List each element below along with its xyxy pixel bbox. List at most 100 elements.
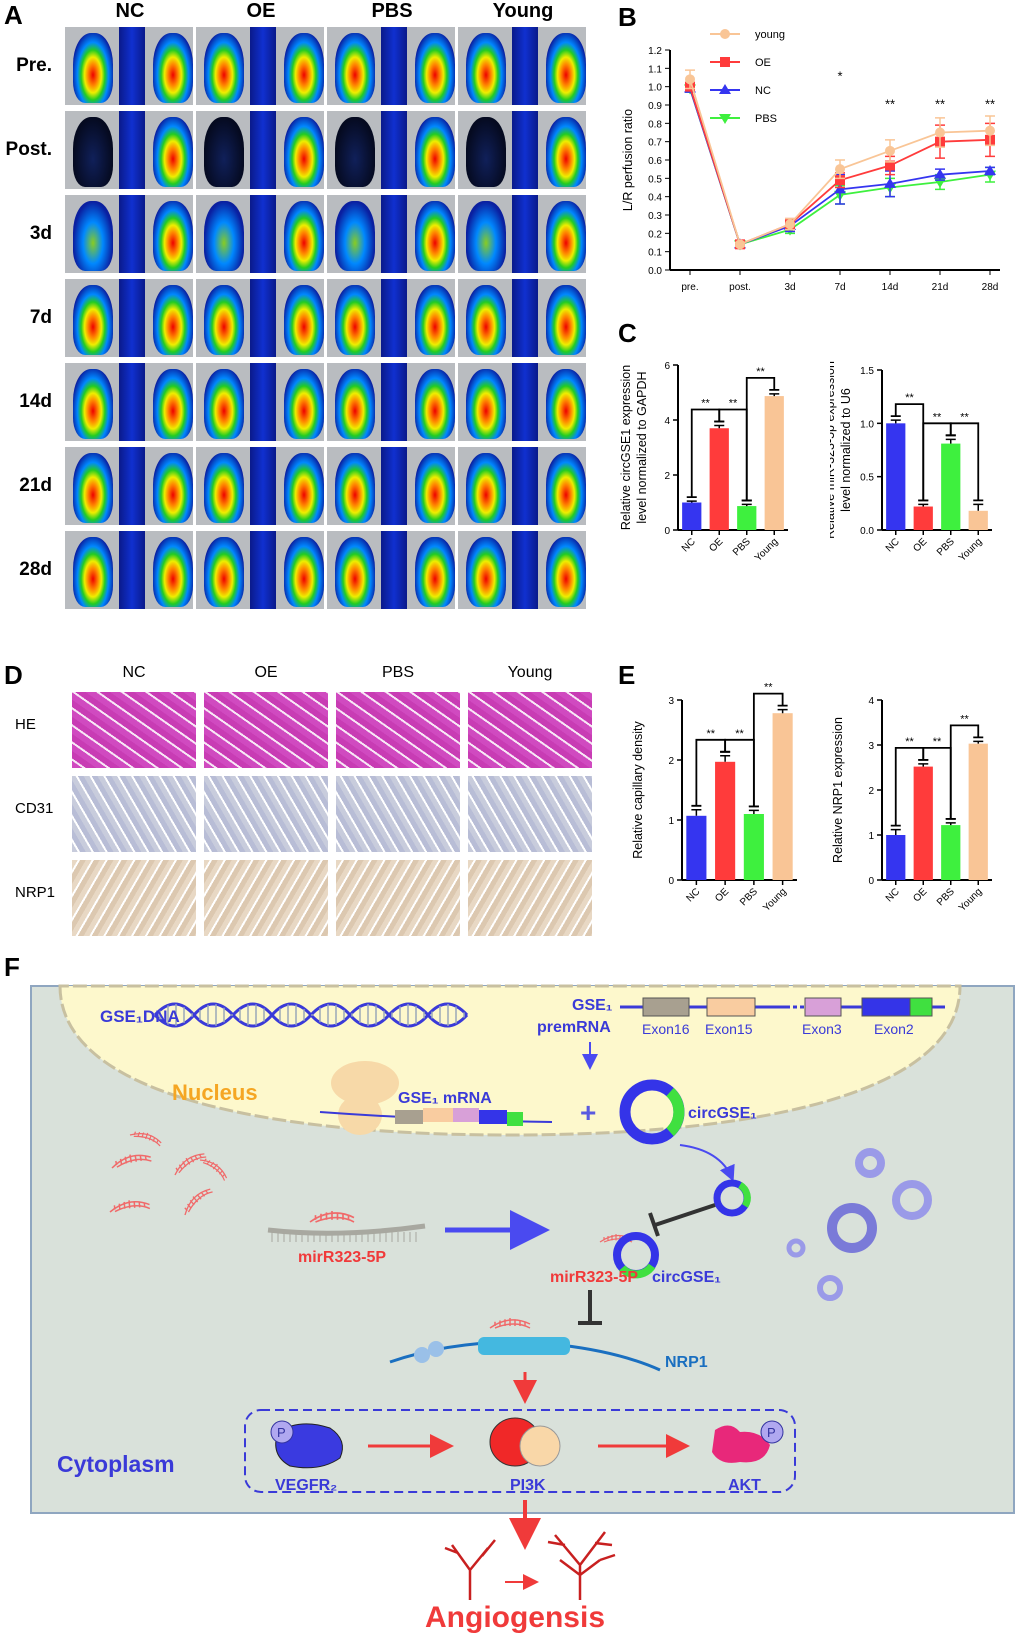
error-bar	[973, 740, 984, 744]
bar-pbs	[743, 814, 764, 880]
error-bar	[777, 708, 788, 714]
histology-image	[72, 692, 196, 768]
histology-image	[72, 776, 196, 852]
significance-bracket	[945, 422, 984, 502]
left-limb	[73, 537, 113, 607]
left-limb	[204, 201, 244, 271]
bar-young	[764, 396, 784, 530]
data-point	[934, 168, 946, 179]
right-limb	[284, 201, 324, 271]
x-tick-label: 21d	[932, 282, 949, 293]
perfusion-image	[65, 279, 193, 357]
perfusion-image	[196, 279, 324, 357]
error-bar	[945, 438, 956, 444]
column-header: PBS	[371, 0, 413, 22]
perfusion-image	[458, 363, 586, 441]
data-point	[785, 219, 795, 230]
tail	[119, 447, 145, 525]
mirna-icon	[129, 1131, 162, 1147]
error-bar	[890, 828, 901, 835]
bar-pbs	[941, 443, 961, 530]
histology-image	[204, 692, 328, 768]
x-tick-label: 28d	[982, 282, 999, 293]
tail	[250, 363, 276, 441]
column-header: PBS	[381, 664, 414, 681]
x-tick-label: 3d	[784, 282, 795, 293]
significance-bracket	[741, 376, 780, 502]
row-header: 3d	[29, 223, 52, 244]
right-limb	[153, 537, 193, 607]
legend-marker	[719, 84, 731, 94]
error-bar	[918, 763, 929, 767]
right-limb	[284, 453, 324, 523]
y-tick-label: 1.5	[860, 366, 874, 377]
tail	[381, 111, 407, 189]
exon3-label: Exon3	[802, 1021, 842, 1037]
chart-b-perfusion: 0.00.10.20.30.40.50.60.70.80.91.01.11.2p…	[621, 29, 1000, 293]
data-point	[835, 175, 845, 186]
data-point	[835, 164, 845, 175]
error-bar	[720, 755, 731, 762]
mirna-scatter-icons	[109, 1131, 633, 1329]
right-limb	[546, 285, 586, 355]
x-tick-label: 7d	[834, 282, 845, 293]
y-tick-label: 0.0	[648, 266, 662, 277]
left-limb	[335, 201, 375, 271]
right-limb	[153, 369, 193, 439]
significance-label: **	[885, 97, 895, 112]
histology-image	[468, 776, 592, 852]
right-limb	[153, 117, 193, 187]
dna-helix-icon	[153, 1002, 469, 1028]
right-limb	[415, 537, 455, 607]
mirna-icon	[489, 1318, 531, 1329]
exon16-label: Exon16	[642, 1021, 690, 1037]
y-tick-label: 1	[668, 816, 674, 827]
mrna-label: GSE₁ mRNA	[398, 1090, 492, 1107]
y-tick-label: 0	[868, 876, 874, 887]
tail	[381, 447, 407, 525]
significance-label: **	[701, 398, 710, 410]
left-limb	[204, 453, 244, 523]
histology-image	[336, 776, 460, 852]
bar-nc	[682, 502, 702, 530]
error-bar	[890, 419, 901, 424]
left-limb	[466, 369, 506, 439]
y-tick-label: 0.4	[648, 193, 662, 204]
data-point	[935, 127, 945, 138]
y-tick-label: 3	[868, 741, 874, 752]
bar-pbs	[941, 825, 961, 880]
significance-bracket	[748, 692, 788, 808]
tail	[381, 195, 407, 273]
series-young	[685, 69, 995, 250]
tail	[119, 27, 145, 105]
data-point	[834, 183, 846, 194]
right-limb	[153, 201, 193, 271]
mirna-icon	[174, 1153, 207, 1176]
perfusion-image	[65, 195, 193, 273]
right-limb	[546, 201, 586, 271]
perfusion-image	[458, 447, 586, 525]
significance-label: **	[933, 411, 942, 423]
tail	[381, 279, 407, 357]
left-limb	[335, 453, 375, 523]
y-tick-label: 0	[668, 876, 674, 887]
mirna-icon	[184, 1188, 213, 1216]
data-point	[984, 165, 996, 175]
nucleus-label: Nucleus	[172, 1080, 258, 1105]
akt-icon	[712, 1425, 770, 1463]
error-bar	[691, 809, 702, 816]
tail	[381, 531, 407, 609]
perfusion-image	[65, 111, 193, 189]
y-tick-label: 0.1	[648, 248, 662, 259]
error-bar	[973, 503, 984, 511]
pathway-box	[244, 1409, 796, 1493]
row-header: CD31	[15, 800, 54, 817]
circrna-scatter-icons	[786, 1148, 932, 1301]
bar-oe	[715, 761, 736, 880]
significance-label: **	[935, 97, 945, 112]
right-limb	[415, 33, 455, 103]
premrna-label-2: premRNA	[537, 1019, 611, 1036]
bar-oe	[913, 766, 933, 880]
y-tick-label: 1.1	[648, 64, 662, 75]
